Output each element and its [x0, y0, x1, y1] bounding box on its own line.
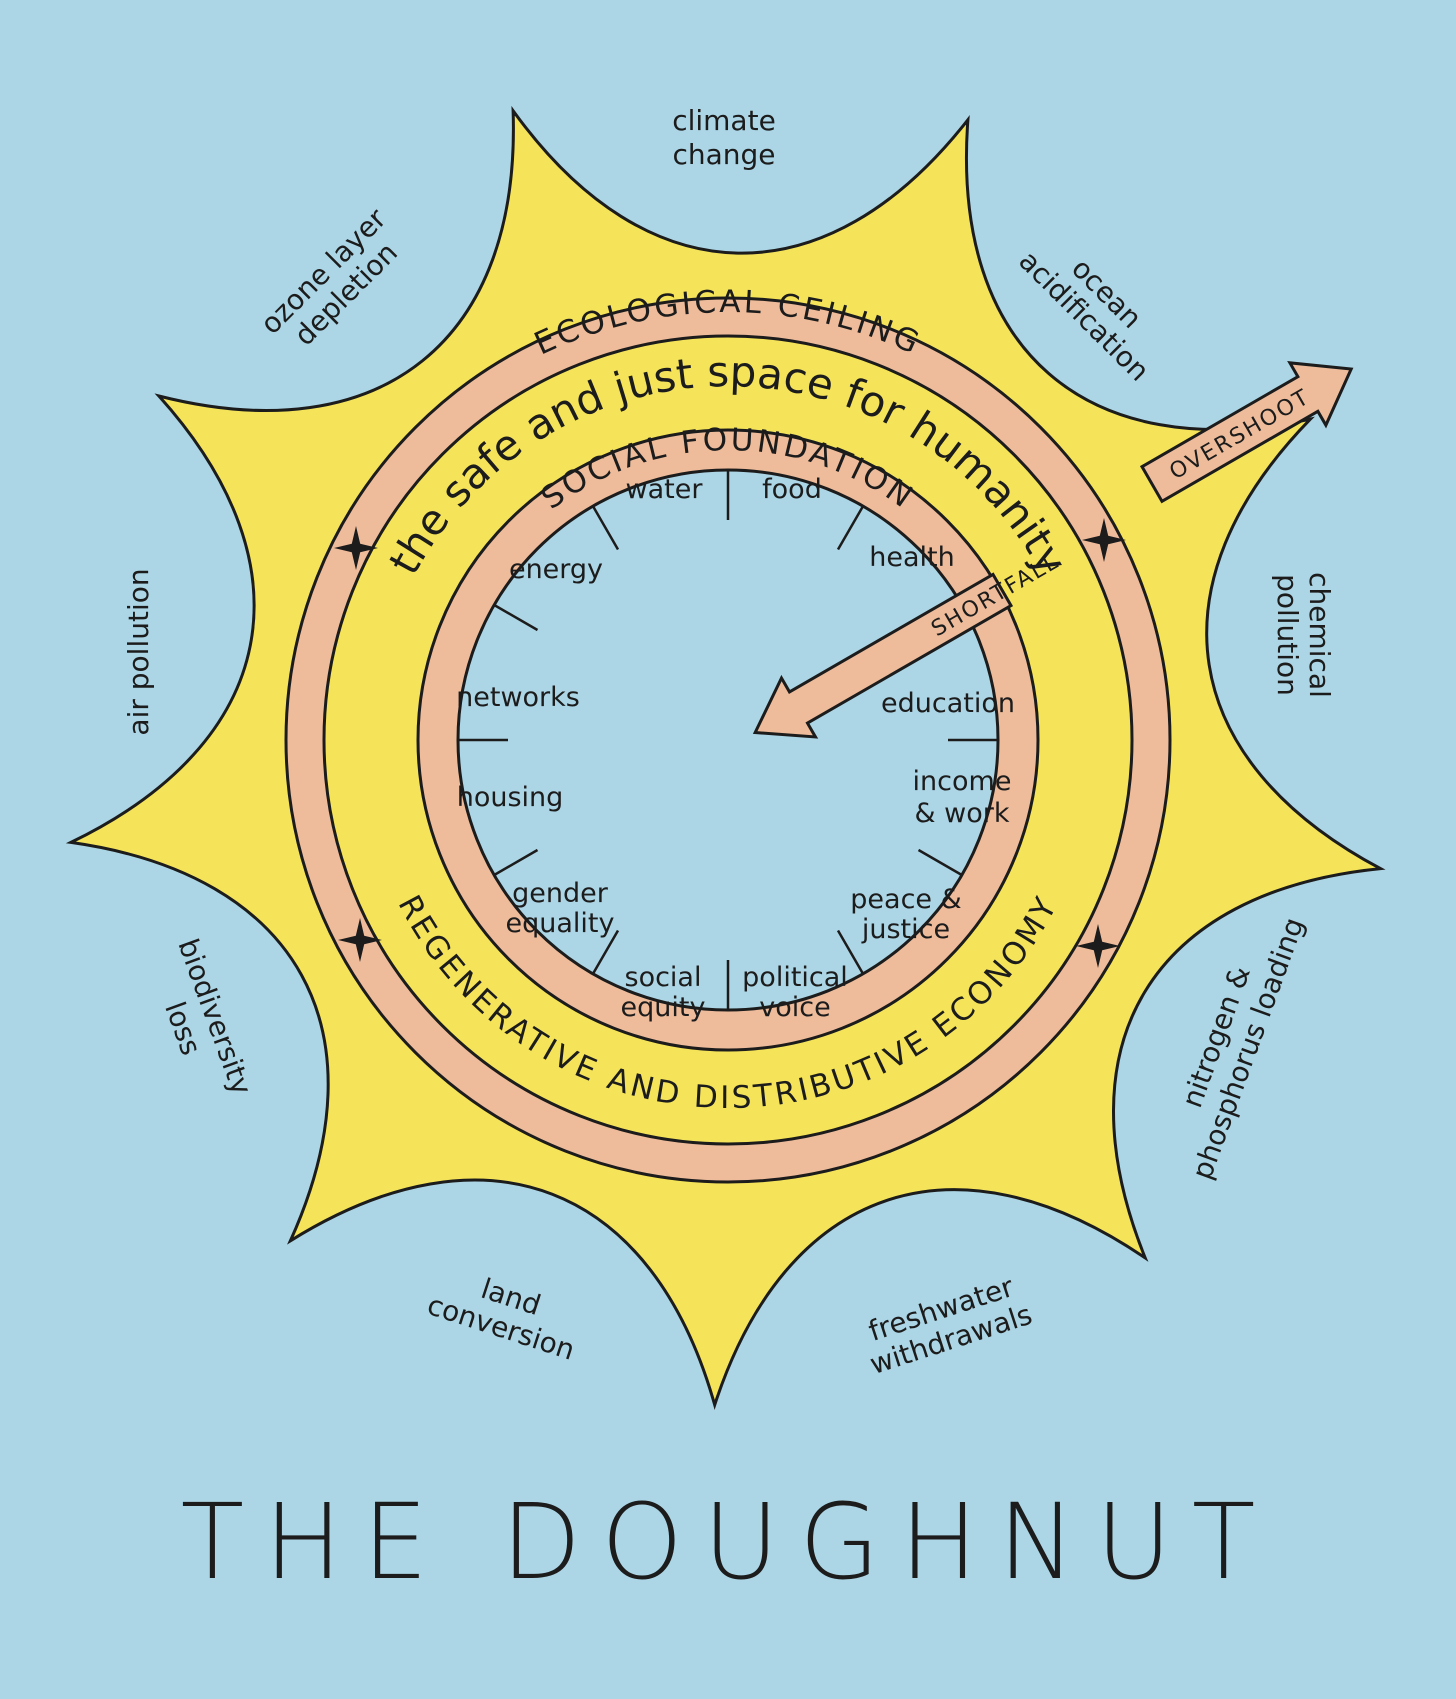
label-energy: energy — [509, 554, 603, 585]
sector-divider — [917, 848, 963, 877]
label-networks: networks — [456, 682, 580, 713]
sector-divider — [493, 848, 539, 877]
sector-divider — [591, 505, 620, 551]
star-decorations — [334, 518, 1126, 968]
label-peace-justice: peace &justice — [850, 884, 961, 945]
label-chemical-pollution: chemicalpollution — [1271, 572, 1336, 698]
label-ozone-depletion: ozone layerdepletion — [254, 202, 416, 364]
sector-divider — [836, 929, 865, 975]
sector-divider — [493, 603, 539, 632]
label-food: food — [762, 474, 822, 505]
social-foundation-labels: water food health education income& work… — [456, 474, 1015, 1023]
label-air-pollution: air pollution — [122, 568, 155, 735]
star-icon — [338, 918, 382, 962]
label-health: health — [869, 542, 954, 573]
label-land-conversion: landconversion — [423, 1258, 588, 1367]
star-icon — [334, 526, 378, 570]
star-icon — [1082, 518, 1126, 562]
label-freshwater-withdrawals: freshwaterwithdrawals — [856, 1267, 1036, 1381]
star-icon — [1076, 924, 1120, 968]
sector-divider — [591, 929, 620, 975]
label-housing: housing — [457, 782, 564, 813]
label-biodiversity-loss: biodiversityloss — [140, 934, 259, 1111]
label-water: water — [626, 474, 704, 505]
label-education: education — [881, 688, 1015, 719]
page-title: THE DOUGHNUT — [181, 1481, 1276, 1603]
label-income-work: income& work — [913, 766, 1012, 829]
sector-divider — [836, 505, 865, 551]
